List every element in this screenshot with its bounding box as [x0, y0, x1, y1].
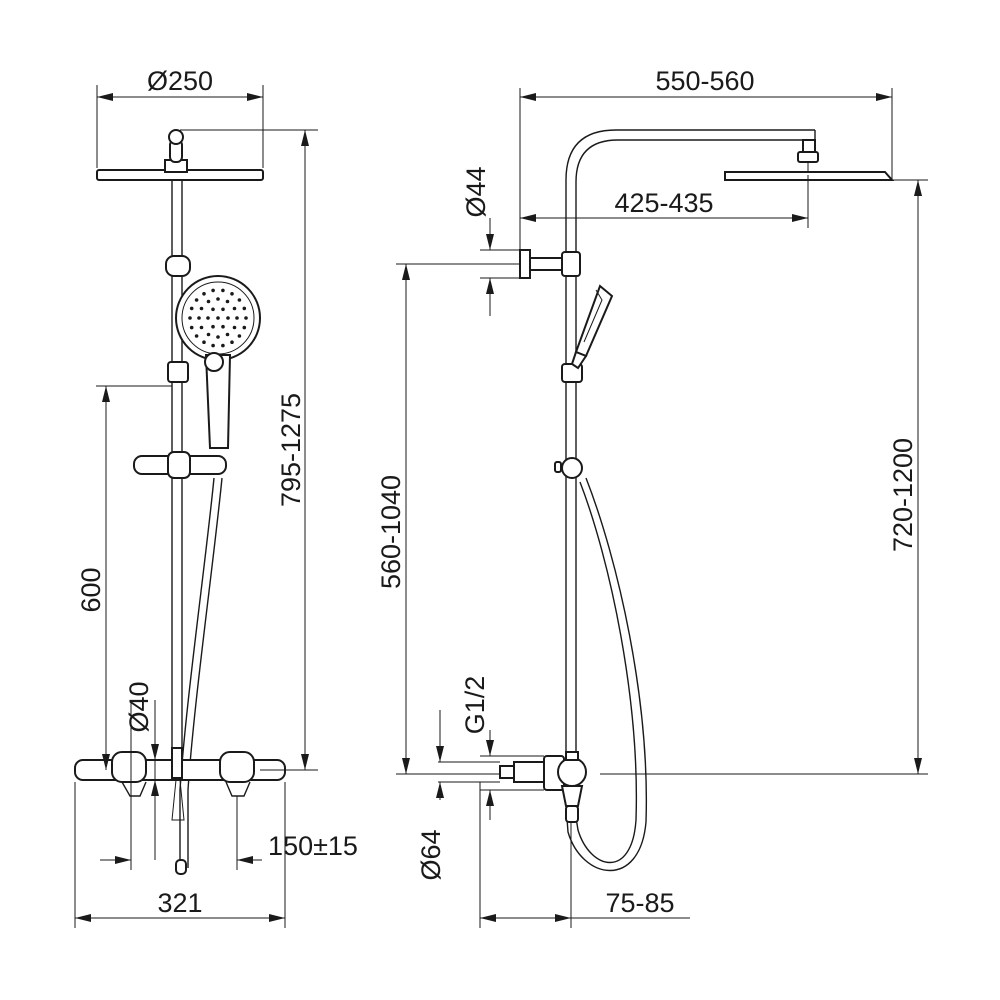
label-thread: G1/2: [460, 676, 490, 735]
dim-mixer-width: 321: [74, 782, 286, 928]
dim-arm-reach: 550-560: [519, 66, 893, 250]
side-mixer: [499, 751, 587, 823]
spray-nozzle: [206, 332, 211, 337]
label-arm-reach: 550-560: [655, 66, 754, 96]
spray-nozzle: [216, 297, 220, 301]
label-overall-height: 795-1275: [276, 393, 306, 507]
spray-nozzle: [244, 316, 248, 320]
spray-nozzle: [242, 325, 247, 330]
spray-nozzle: [221, 324, 225, 329]
label-inlet-diameter: Ø64: [416, 829, 446, 880]
front-hose: [175, 477, 223, 875]
front-view: Ø250 795-1275 600 Ø40: [74, 66, 358, 928]
front-shower-head: [96, 129, 264, 181]
front-slider: [133, 451, 227, 479]
dim-bracket-diameter: Ø44: [461, 166, 520, 316]
spray-nozzle: [199, 325, 204, 330]
spray-nozzle: [216, 335, 220, 339]
spray-nozzle: [206, 299, 211, 304]
label-wall-offset: 75-85: [605, 888, 674, 918]
spray-nozzle: [189, 325, 194, 330]
dim-bar-height: 600: [76, 385, 172, 770]
spray-nozzle: [232, 325, 237, 330]
spray-nozzle: [206, 316, 210, 320]
label-centers: 150±15: [268, 831, 358, 861]
spray-nozzle: [211, 307, 215, 312]
dim-centers: 150±15: [100, 796, 358, 870]
label-head-diameter: Ø250: [147, 66, 213, 96]
side-hand-shower: [570, 284, 614, 370]
label-bar-height: 600: [76, 567, 106, 612]
spray-nozzle: [194, 298, 199, 302]
spray-nozzle: [189, 306, 194, 311]
dim-valve-diameter: Ø40: [124, 681, 159, 860]
spray-nozzle: [225, 332, 230, 337]
label-head-height: 720-1200: [888, 438, 918, 552]
front-mixer: [74, 747, 286, 821]
dim-overall-height: 795-1275: [180, 129, 318, 771]
side-shower-arm: [565, 129, 819, 258]
spray-nozzle: [226, 316, 230, 320]
dim-wall-offset: 75-85: [479, 782, 690, 928]
label-valve-diameter: Ø40: [124, 681, 154, 732]
spray-nozzle: [232, 306, 237, 311]
dim-bracket-height: 560-1040: [376, 263, 520, 775]
front-hand-shower: [175, 275, 261, 449]
spray-nozzle: [188, 316, 192, 320]
spray-nozzle: [235, 316, 239, 320]
spray-nozzle: [221, 307, 225, 312]
side-view: 550-560 425-435 Ø44 560-1040: [376, 66, 928, 928]
dim-head-height: 720-1200: [600, 179, 928, 775]
spray-nozzle: [225, 299, 230, 304]
label-bracket-diameter: Ø44: [461, 166, 491, 217]
dim-arm-inner: 425-435: [520, 175, 809, 228]
side-hose: [565, 477, 648, 872]
label-mixer-width: 321: [157, 888, 202, 918]
spray-nozzle: [230, 292, 234, 296]
spray-nozzle: [237, 298, 242, 302]
spray-nozzles: [188, 288, 248, 348]
spray-nozzle: [199, 306, 204, 311]
spray-nozzle: [194, 334, 199, 338]
dim-head-diameter: Ø250: [96, 66, 264, 168]
spray-nozzle: [211, 288, 215, 293]
front-riser-rail: [165, 180, 191, 760]
spray-nozzle: [230, 340, 234, 345]
side-wall-bracket: [519, 249, 581, 279]
spray-nozzle: [221, 288, 225, 293]
spray-nozzle: [221, 343, 225, 348]
label-arm-inner: 425-435: [614, 188, 713, 218]
dim-inlet-diameter: Ø64: [416, 730, 544, 881]
dim-thread: G1/2: [436, 676, 500, 800]
spray-nozzle: [211, 343, 215, 348]
spray-nozzle: [237, 334, 242, 338]
spray-nozzle: [202, 292, 206, 296]
spray-nozzle: [242, 306, 247, 311]
label-bracket-height: 560-1040: [376, 475, 406, 589]
spray-nozzle: [211, 324, 215, 329]
spray-nozzle: [216, 316, 220, 320]
spray-nozzle: [202, 340, 206, 345]
spray-nozzle: [197, 316, 201, 320]
